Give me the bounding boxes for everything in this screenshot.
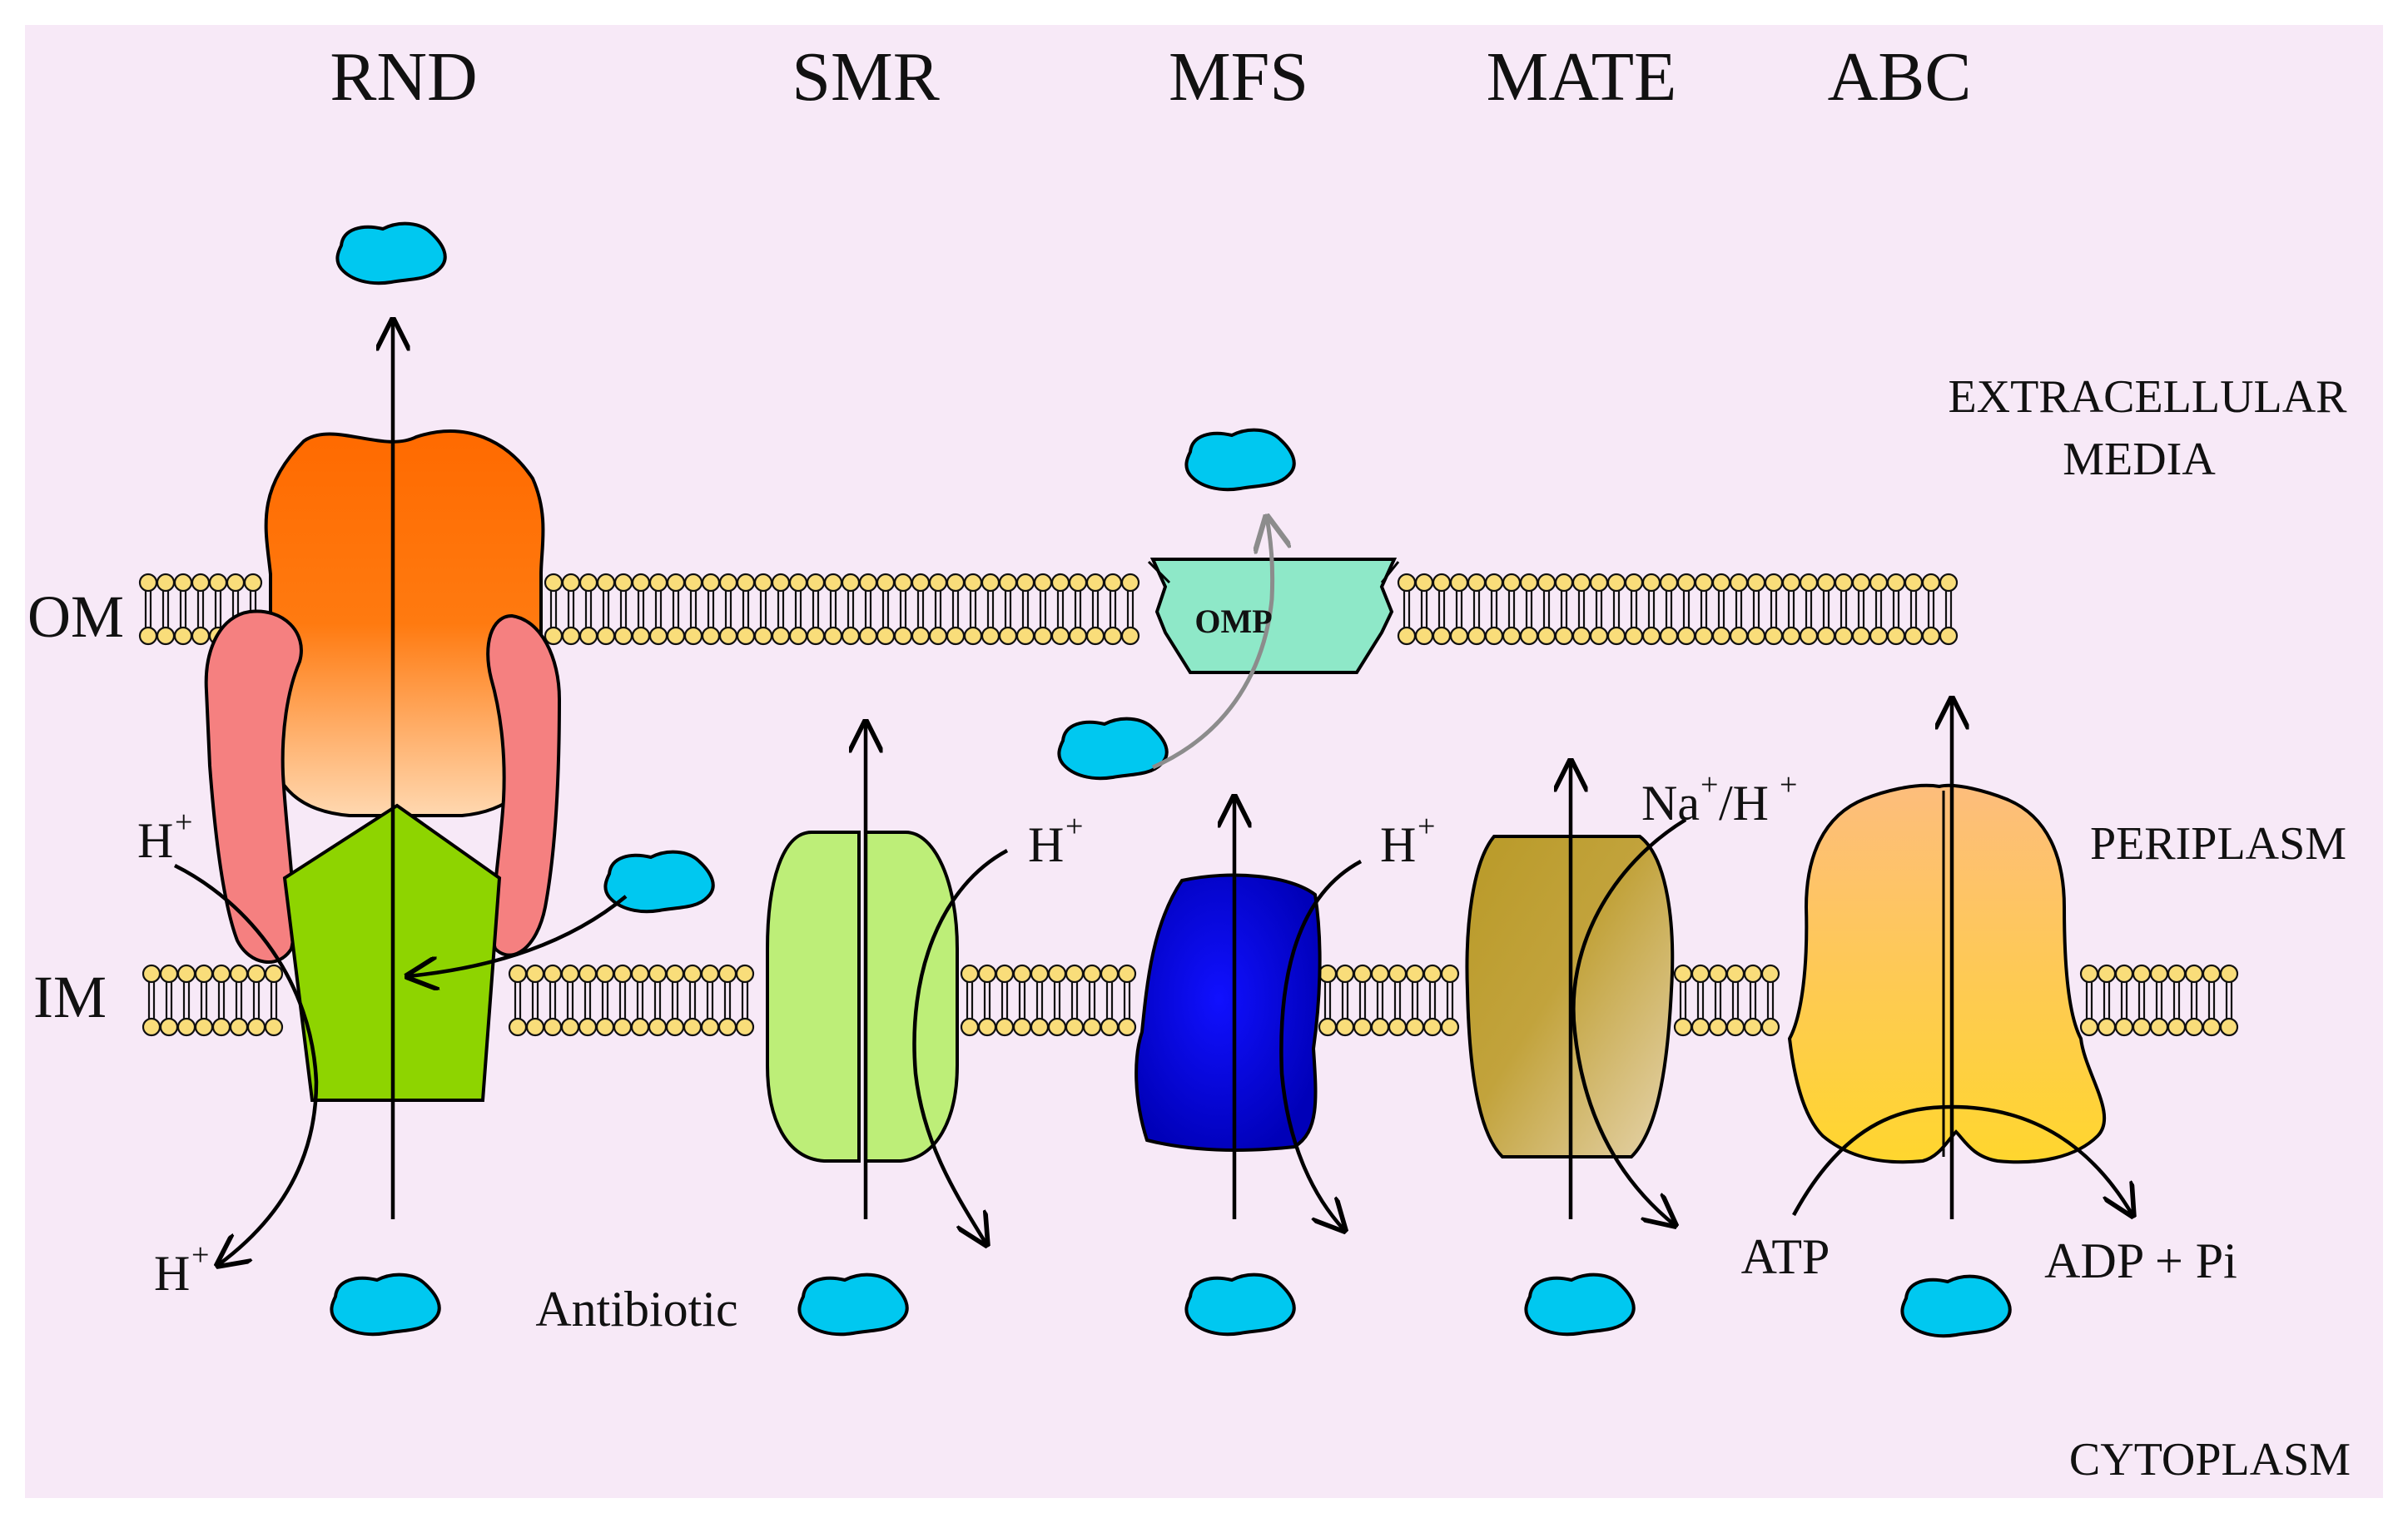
smr-proton-arrow: [912, 849, 1009, 1244]
antibiotic-extracellular-omp: [1184, 428, 1296, 492]
svg-text:+: +: [1417, 809, 1435, 844]
family-title-mfs: MFS: [1169, 38, 1308, 116]
antibiotic-label: Antibiotic: [535, 1282, 737, 1337]
outer-membrane-segment-middle: [544, 573, 1140, 646]
mfs-proton-arrow: [1279, 860, 1363, 1230]
smr-proton-label: H +: [1028, 809, 1083, 872]
inner-membrane-segment-5: [1673, 964, 1780, 1037]
mate-sodium-proton-label: Na + /H +: [1641, 767, 1797, 831]
svg-text:Na: Na: [1641, 776, 1700, 831]
inner-membrane-segment-2: [508, 964, 755, 1037]
family-title-smr: SMR: [792, 38, 939, 116]
rnd-proton-label-cytoplasm: H +: [154, 1238, 209, 1301]
svg-text:H: H: [137, 813, 173, 868]
rnd-antibiotic-entry-arrow: [408, 895, 628, 976]
svg-text:+: +: [1065, 809, 1083, 844]
antibiotic-molecules: [330, 221, 2012, 1338]
antibiotic-cytoplasm-abc: [1900, 1274, 2012, 1338]
svg-text:H: H: [154, 1246, 190, 1301]
abc-atp-hydrolysis-arrow: [1792, 1104, 2132, 1215]
svg-text:H: H: [1028, 817, 1064, 872]
atp-label: ATP: [1741, 1229, 1830, 1284]
omp-label: OMP: [1194, 603, 1272, 640]
inner-membrane-label: IM: [33, 964, 107, 1030]
rnd-adaptor-left: [204, 609, 303, 964]
membrane-layers: [138, 573, 2239, 1037]
outer-membrane-label: OM: [27, 583, 124, 650]
antibiotic-cytoplasm-mfs: [1184, 1273, 1296, 1337]
efflux-arrows: [393, 320, 1952, 1219]
omp-transport-arrow: [1151, 518, 1273, 770]
antibiotic-periplasm-mfs: [1057, 717, 1169, 781]
inner-membrane-segment-6: [2079, 964, 2239, 1037]
family-title-mate: MATE: [1487, 38, 1677, 116]
svg-text:+: +: [191, 1238, 209, 1273]
svg-text:H: H: [1380, 817, 1416, 872]
curved-arrows: [173, 818, 2132, 1265]
antibiotic-cytoplasm-smr: [797, 1273, 909, 1337]
mate-sodium-proton-arrow: [1571, 818, 1687, 1225]
family-title-rnd: RND: [330, 38, 477, 116]
svg-text:+: +: [175, 805, 192, 840]
mfs-proton-label: H +: [1380, 809, 1435, 872]
inner-membrane-segment-4: [1318, 964, 1460, 1037]
svg-text:+: +: [1780, 767, 1797, 802]
svg-text:/H: /H: [1719, 776, 1769, 831]
adp-pi-label: ADP + Pi: [2044, 1233, 2237, 1288]
svg-text:+: +: [1700, 767, 1718, 802]
rnd-proton-arrow: [173, 863, 319, 1265]
family-title-abc: ABC: [1828, 38, 1972, 116]
antibiotic-cytoplasm-mate: [1524, 1273, 1636, 1337]
outer-membrane-segment-right: [1397, 573, 1959, 646]
smr-transporter: [766, 831, 959, 1163]
omp-porin: [1147, 558, 1400, 674]
rnd-proton-label-periplasm: H +: [137, 805, 192, 868]
region-periplasm: PERIPLASM: [2090, 818, 2346, 870]
antibiotic-cytoplasm-rnd: [330, 1273, 441, 1337]
abc-transporter: [1787, 783, 2107, 1164]
antibiotic-extracellular-rnd: [335, 221, 447, 285]
antibiotic-periplasm-rnd: [603, 850, 715, 914]
region-cytoplasm: CYTOPLASM: [2069, 1434, 2351, 1486]
mfs-transporter: [1134, 873, 1322, 1152]
region-extracellular-line1: EXTRACELLULAR: [1948, 371, 2347, 423]
region-extracellular-line2: MEDIA: [2063, 434, 2216, 485]
inner-membrane-segment-1: [142, 964, 284, 1037]
inner-membrane-segment-3: [960, 964, 1137, 1037]
